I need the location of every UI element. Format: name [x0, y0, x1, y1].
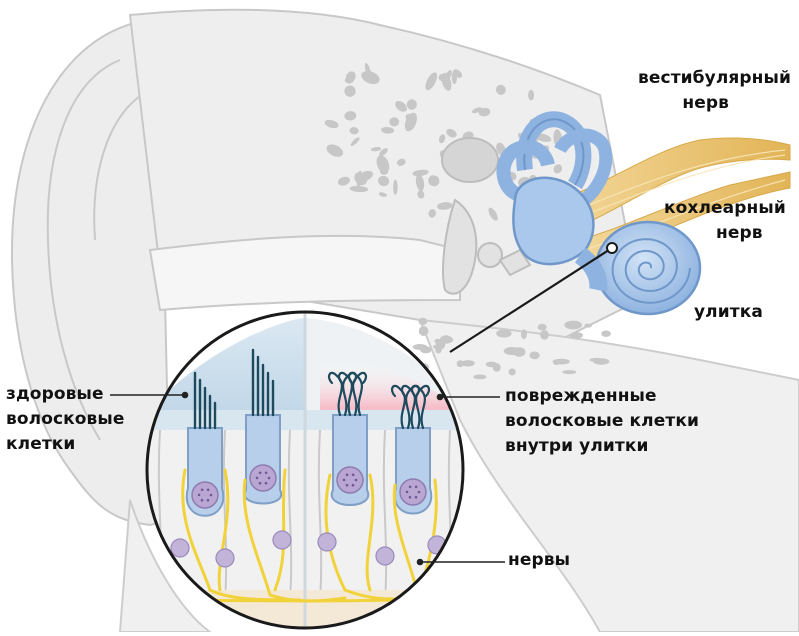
inner-ear	[496, 111, 702, 316]
middle-ear	[441, 137, 532, 295]
ear-canal	[148, 234, 461, 312]
label-cochlea: улитка	[694, 302, 763, 322]
label-cochlear-nerve: кохлеарный нерв	[664, 198, 786, 243]
label-damaged-hair-cells: поврежденные волосковые клетки внутри ул…	[505, 386, 699, 456]
magnified-view	[145, 310, 465, 630]
cochlea-pointer-line	[449, 247, 613, 353]
label-vestibular-nerve: вестибулярный нерв	[638, 68, 791, 113]
label-nerves: нервы	[508, 550, 571, 570]
label-healthy-hair-cells: здоровые волосковые клетки	[6, 384, 125, 454]
cochlea-pointer-dot	[606, 242, 618, 254]
leader-lines	[110, 391, 505, 566]
